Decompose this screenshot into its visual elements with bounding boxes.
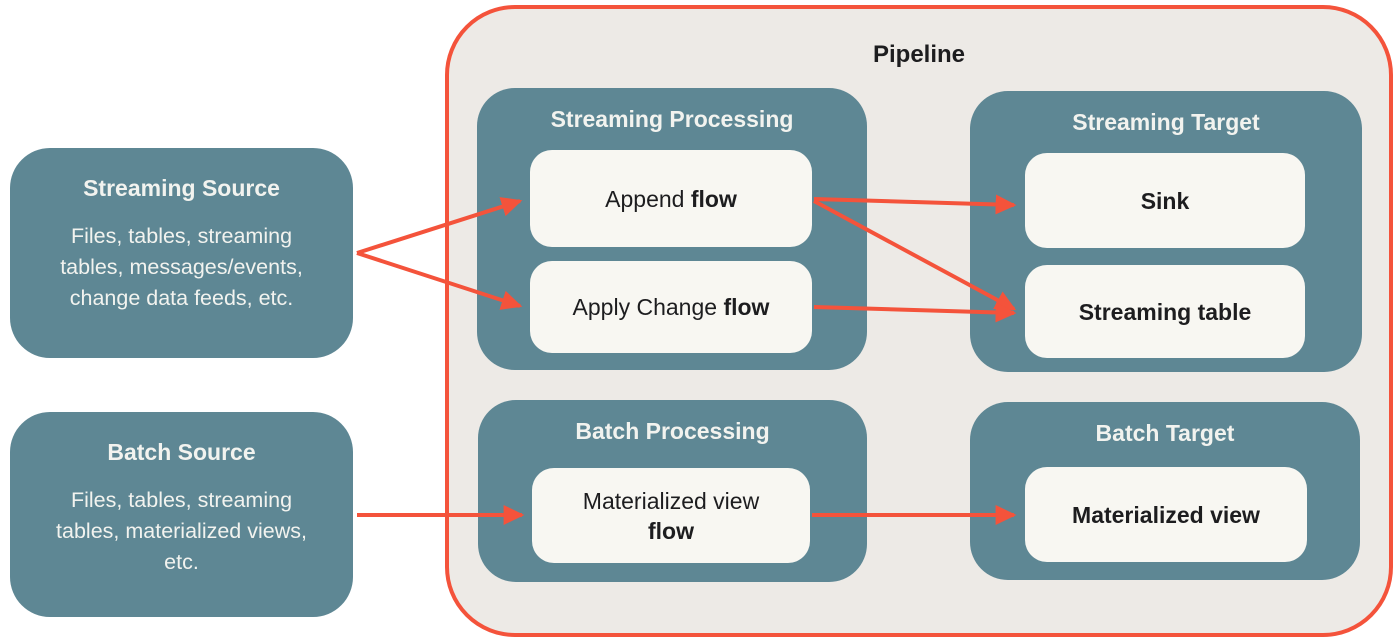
batch-source-description-line: tables, materialized views, (56, 519, 307, 543)
batch-source-description: Files, tables, streaming tables, materia… (10, 485, 353, 578)
batch-source-box: Batch Source Files, tables, streaming ta… (10, 412, 353, 617)
streaming-source-title: Streaming Source (83, 175, 280, 201)
apply-change-flow-label: Apply Change flow (572, 294, 770, 320)
streaming-processing-title: Streaming Processing (550, 106, 794, 132)
batch-target-group: Batch Target Materialized view (970, 402, 1360, 580)
batch-source-title: Batch Source (107, 439, 256, 465)
materialized-view-label: Materialized view (1072, 501, 1260, 528)
pipeline-title: Pipeline (872, 41, 966, 68)
batch-target-title: Batch Target (1095, 420, 1235, 446)
streaming-table-node: Streaming table (1025, 265, 1305, 358)
append-flow-label: Append flow (605, 185, 737, 212)
append-flow-node: Append flow (530, 150, 812, 247)
streaming-source-box: Streaming Source Files, tables, streamin… (10, 148, 353, 358)
batch-processing-title: Batch Processing (575, 418, 770, 444)
streaming-target-title: Streaming Target (1072, 109, 1260, 135)
streaming-table-label: Streaming table (1078, 298, 1252, 325)
streaming-source-description-line: Files, tables, streaming (70, 224, 293, 248)
streaming-source-description: Files, tables, streaming tables, message… (10, 221, 353, 314)
sink-label: Sink (1140, 187, 1190, 214)
streaming-processing-group: Streaming Processing Append flow Apply C… (477, 88, 867, 370)
streaming-source-description-line: tables, messages/events, (60, 255, 303, 279)
streaming-source-description-line: change data feeds, etc. (69, 286, 294, 310)
materialized-view-node: Materialized view (1025, 467, 1307, 562)
batch-source-description-line: etc. (164, 550, 199, 574)
apply-change-flow-node: Apply Change flow (530, 261, 812, 353)
sink-node: Sink (1025, 153, 1305, 248)
batch-source-description-line: Files, tables, streaming (70, 488, 293, 512)
streaming-target-group: Streaming Target Sink Streaming table (970, 91, 1362, 372)
